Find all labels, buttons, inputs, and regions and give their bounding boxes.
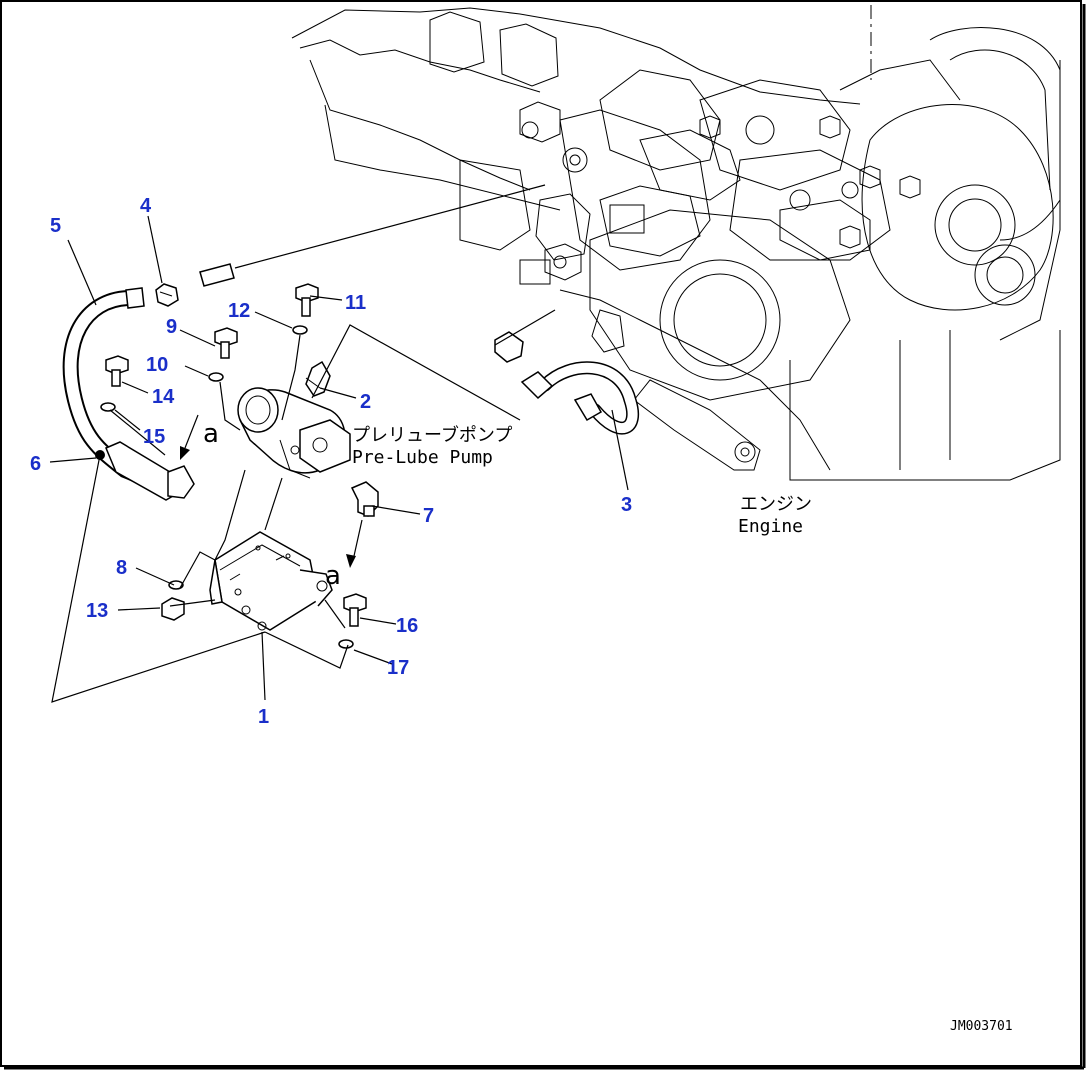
callout-1: 1: [258, 706, 269, 728]
callout-9: 9: [166, 316, 177, 338]
callout-12: 12: [228, 300, 250, 322]
part-7-elbow: [350, 481, 379, 517]
callout-7: 7: [423, 505, 434, 527]
marker-a-upper: a: [203, 419, 219, 449]
callout-14: 14: [152, 386, 175, 408]
engine-drawing: [291, 5, 1061, 481]
part-5-hose: [62, 287, 195, 501]
part-2-elbow: [305, 360, 331, 397]
pre-lube-pump: [237, 387, 351, 479]
washer-15: [100, 402, 116, 412]
part-1-bracket: [209, 531, 333, 631]
bolt-9: [214, 327, 238, 359]
callout-5: 5: [50, 215, 61, 237]
callout-leaders: [49, 215, 629, 701]
part-4-fitting: [155, 283, 179, 307]
callout-8: 8: [116, 557, 127, 579]
washer-10: [208, 372, 224, 382]
drawing-reference: JM003701: [950, 1019, 1013, 1034]
washer-17: [338, 639, 354, 649]
pump-label-en: Pre-Lube Pump: [352, 447, 493, 468]
callout-16: 16: [396, 615, 418, 637]
arrow-a-upper: [180, 414, 199, 460]
part-3-hose: [494, 331, 640, 435]
assembly-lines: [51, 324, 521, 703]
arrow-a-lower: [346, 519, 363, 568]
bolt-11: [295, 283, 319, 317]
engine-label-jp: エンジン: [740, 494, 812, 515]
callout-3: 3: [621, 494, 632, 516]
callout-15: 15: [143, 426, 165, 448]
port-leader-line: [234, 184, 546, 269]
callout-4: 4: [140, 195, 152, 217]
callout-17: 17: [387, 657, 409, 679]
nut-13: [161, 597, 185, 621]
callout-11: 11: [345, 292, 366, 314]
washer-8: [168, 580, 184, 590]
callout-10: 10: [146, 354, 168, 376]
engine-label-en: Engine: [738, 516, 803, 537]
bolt-16: [343, 593, 367, 627]
callout-6: 6: [30, 453, 41, 475]
pump-label-jp: プレリューブポンプ: [352, 424, 512, 446]
engine-port-nipple: [199, 263, 235, 287]
marker-a-lower: a: [325, 561, 341, 591]
callout-13: 13: [86, 600, 108, 622]
bolt-14: [105, 355, 129, 387]
callout-2: 2: [360, 391, 371, 413]
washer-12: [292, 325, 308, 335]
